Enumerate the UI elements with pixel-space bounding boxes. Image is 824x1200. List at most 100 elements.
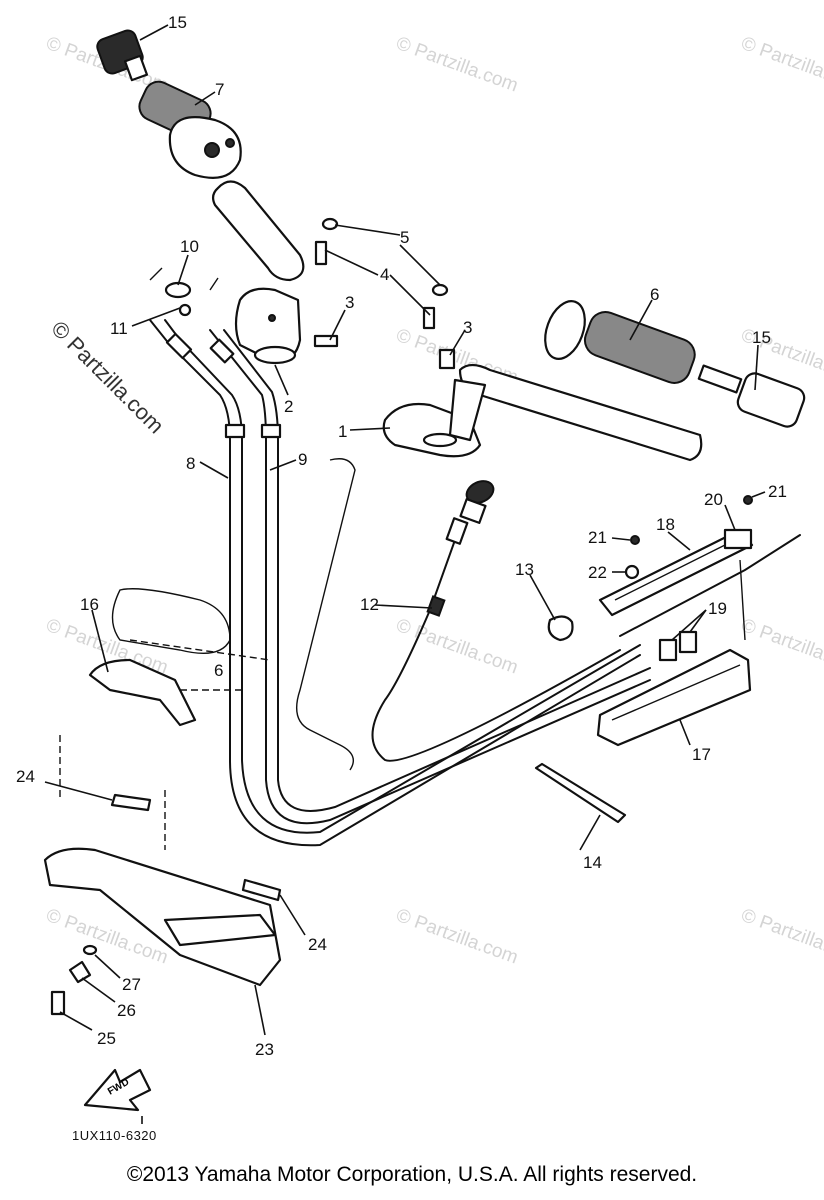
callout-5: 5 bbox=[400, 228, 409, 247]
guard-23 bbox=[43, 847, 282, 987]
callout-15: 15 bbox=[168, 13, 187, 32]
bar-end-bolt bbox=[697, 364, 743, 394]
riser-outline-path bbox=[111, 588, 231, 654]
screw-21 bbox=[630, 535, 640, 545]
damper-24 bbox=[110, 793, 152, 812]
riser-outline bbox=[111, 458, 356, 771]
leader bbox=[689, 609, 707, 633]
handlebar-tube bbox=[211, 180, 305, 282]
clips-and-ties bbox=[88, 615, 627, 824]
lower-guard bbox=[43, 735, 282, 1016]
tie-14 bbox=[534, 762, 627, 824]
watermark: © Partzilla.com bbox=[393, 615, 520, 679]
callout-11: 11 bbox=[110, 319, 128, 338]
choke-cable bbox=[371, 480, 621, 762]
washer-22 bbox=[624, 564, 640, 580]
leader bbox=[254, 984, 266, 1036]
rail-18-slot bbox=[614, 539, 736, 601]
callout-24: 24 bbox=[16, 767, 35, 786]
clamp-bolt-hole bbox=[268, 314, 276, 322]
clamp-base bbox=[253, 345, 297, 365]
callout-21: 21 bbox=[588, 528, 607, 547]
cap-5-right bbox=[431, 283, 449, 297]
bracket-16 bbox=[88, 658, 197, 727]
clamp-riser bbox=[448, 378, 487, 442]
leader bbox=[94, 954, 121, 979]
leader bbox=[199, 461, 229, 479]
grip-body bbox=[583, 311, 696, 384]
leader bbox=[751, 491, 766, 498]
block-19 bbox=[658, 638, 678, 662]
leader bbox=[131, 307, 181, 327]
housing-hole bbox=[204, 142, 220, 158]
leader bbox=[679, 719, 691, 746]
callout-7: 7 bbox=[215, 80, 224, 99]
watermark: © Partzilla.com bbox=[738, 905, 824, 969]
leader bbox=[81, 977, 116, 1003]
leader bbox=[389, 274, 431, 316]
bolt-4-left bbox=[314, 240, 328, 266]
leader bbox=[177, 254, 189, 286]
leader bbox=[334, 224, 401, 236]
choke-body bbox=[445, 517, 469, 545]
cable-9-line bbox=[209, 329, 651, 825]
leader bbox=[399, 244, 441, 286]
callout-23: 23 bbox=[255, 1040, 274, 1059]
callout-12: 12 bbox=[360, 595, 379, 614]
watermark: © Partzilla.com bbox=[393, 33, 520, 97]
leader bbox=[671, 609, 707, 641]
leader bbox=[91, 609, 109, 673]
callout-18: 18 bbox=[656, 515, 675, 534]
cable-sleeve bbox=[260, 423, 282, 439]
callout-13: 13 bbox=[515, 560, 534, 579]
callout-15: 15 bbox=[752, 328, 771, 347]
callout-21: 21 bbox=[768, 482, 787, 501]
leader bbox=[667, 531, 691, 551]
callouts: 15 7 5 4 3 3 6 15 2 1 10 11 8 9 12 13 14… bbox=[16, 13, 787, 1059]
callout-22: 22 bbox=[588, 563, 607, 582]
choke-cable-line bbox=[371, 539, 621, 762]
choke-nut bbox=[459, 498, 487, 524]
handlebar-left-2 bbox=[211, 180, 305, 365]
collar-27 bbox=[82, 944, 98, 956]
fwd-arrow: FWD bbox=[83, 1068, 152, 1112]
watermark: © Partzilla.com bbox=[738, 615, 824, 679]
callout-4: 4 bbox=[380, 265, 389, 284]
callout-27: 27 bbox=[122, 975, 141, 994]
callout-16: 16 bbox=[80, 595, 99, 614]
copyright-notice: ©2013 Yamaha Motor Corporation, U.S.A. A… bbox=[126, 1163, 698, 1186]
fwd-arrow-shape bbox=[83, 1068, 152, 1112]
plate-10 bbox=[164, 281, 192, 299]
bar-end-15 bbox=[96, 29, 149, 82]
callout-26: 26 bbox=[117, 1001, 136, 1020]
choke-fitting bbox=[426, 595, 446, 617]
callout-10: 10 bbox=[180, 237, 199, 256]
callout-6-secondary: 6 bbox=[214, 661, 223, 680]
housing-hole bbox=[225, 138, 235, 148]
leader bbox=[44, 781, 113, 801]
dashed-link bbox=[129, 639, 271, 661]
leader bbox=[274, 364, 289, 396]
leader bbox=[629, 299, 653, 341]
callout-25: 25 bbox=[97, 1029, 116, 1048]
leader-lines bbox=[44, 24, 766, 1036]
leader bbox=[329, 309, 346, 341]
screw-21 bbox=[743, 495, 753, 505]
rail-17-slot bbox=[611, 664, 741, 721]
grip-flange bbox=[544, 300, 586, 360]
cap-5-left bbox=[321, 217, 339, 231]
leader bbox=[279, 894, 306, 936]
block-19 bbox=[678, 630, 698, 654]
bolt-4-right bbox=[422, 306, 436, 330]
leader bbox=[449, 329, 466, 356]
rail-link bbox=[739, 559, 746, 641]
cable-9-line bbox=[223, 329, 651, 812]
callout-3: 3 bbox=[463, 318, 472, 337]
cable-end-fitting bbox=[165, 332, 193, 360]
bar-end-weight bbox=[736, 372, 806, 428]
nut-11 bbox=[178, 303, 192, 317]
grip-7 bbox=[138, 80, 242, 179]
damper-24 bbox=[241, 878, 282, 902]
handlebar-right-1 bbox=[382, 363, 703, 462]
